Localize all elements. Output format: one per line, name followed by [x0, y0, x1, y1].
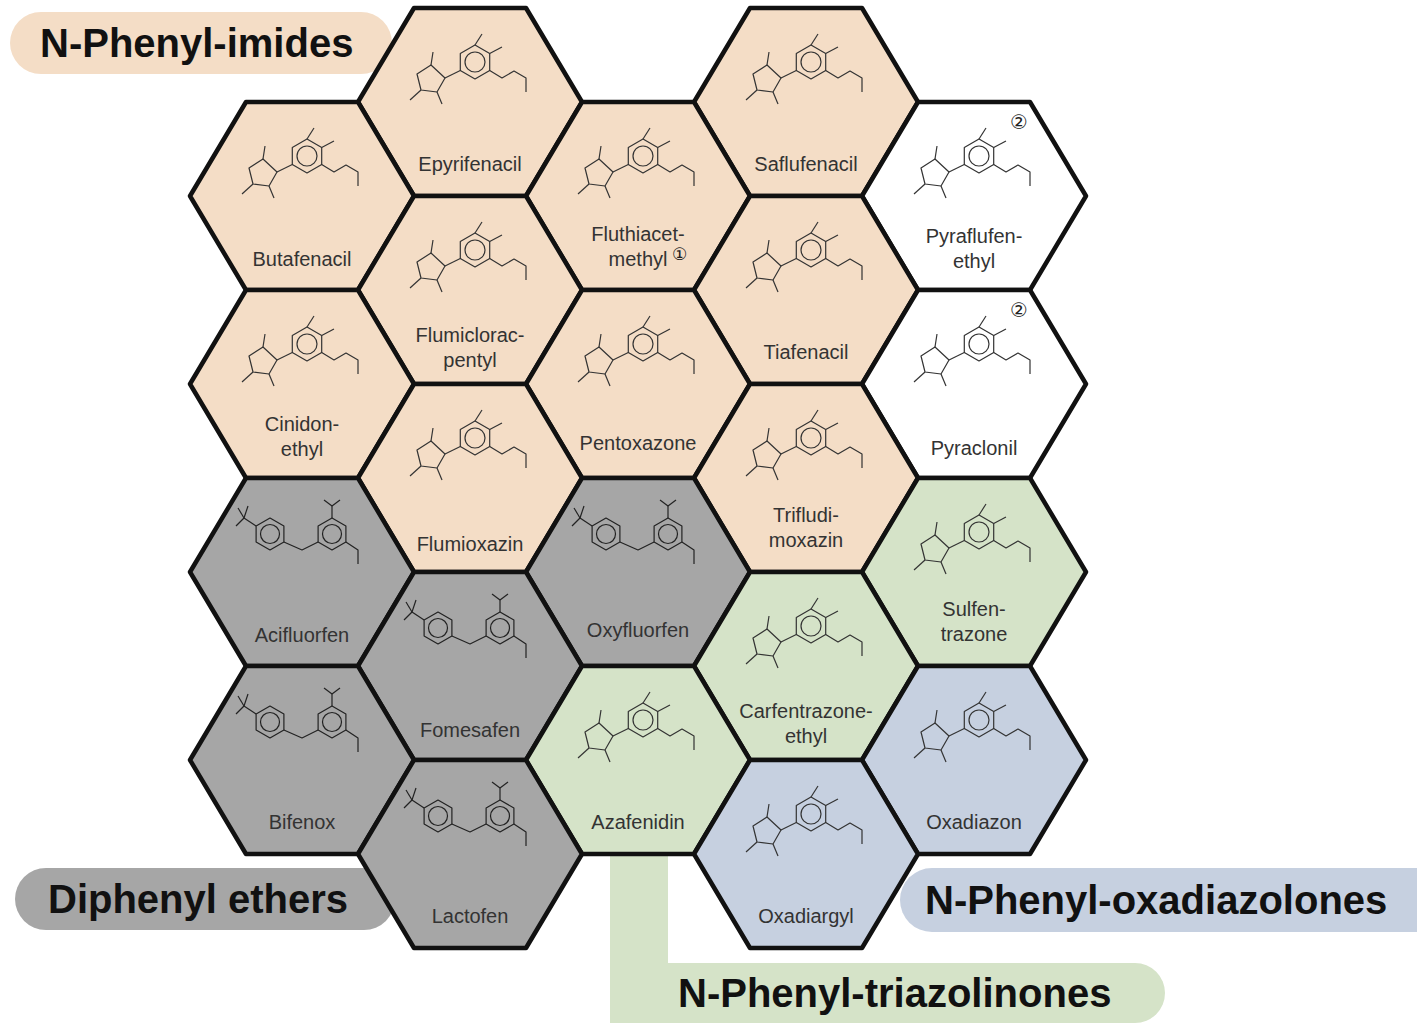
- class-band: Diphenyl ethers: [15, 868, 395, 930]
- herbicide-name: Oxadiazon: [926, 810, 1022, 835]
- callout-number: ②: [1010, 300, 1028, 320]
- herbicide-name: Pentoxazone: [580, 431, 697, 456]
- herbicide-name: Saflufenacil: [754, 152, 857, 177]
- herbicide-name: Fluthiacet- methyl: [591, 222, 684, 272]
- herbicide-name: Azafenidin: [591, 810, 684, 835]
- herbicide-hex: Lactofen: [354, 756, 586, 952]
- herbicide-name: Fomesafen: [420, 718, 520, 743]
- herbicide-name: Epyrifenacil: [418, 152, 521, 177]
- class-label: N-Phenyl-oxadiazolones: [925, 878, 1387, 922]
- herbicide-name: Sulfen- trazone: [941, 597, 1008, 647]
- class-band: N-Phenyl-triazolinones: [612, 963, 1165, 1023]
- herbicide-name: Oxyfluorfen: [587, 618, 689, 643]
- herbicide-name: Butafenacil: [253, 247, 352, 272]
- herbicide-name: Lactofen: [432, 904, 509, 929]
- herbicide-name: Oxadiargyl: [758, 904, 854, 929]
- herbicide-hex: Oxadiargyl: [690, 756, 922, 952]
- callout-number: ①: [672, 246, 687, 263]
- herbicide-name: Acifluorfen: [255, 623, 350, 648]
- class-band: N-Phenyl-oxadiazolones: [900, 868, 1417, 932]
- herbicide-name: Flumiclorac- pentyl: [416, 323, 525, 373]
- herbicide-name: Cinidon- ethyl: [265, 412, 339, 462]
- herbicide-name: Tiafenacil: [764, 340, 849, 365]
- callout-number: ②: [1010, 112, 1028, 132]
- herbicide-name: Carfentrazone- ethyl: [739, 699, 872, 749]
- herbicide-name: Bifenox: [269, 810, 336, 835]
- herbicide-name: Pyraflufen- ethyl: [926, 224, 1023, 274]
- herbicide-name: Pyraclonil: [931, 436, 1018, 461]
- class-label: N-Phenyl-triazolinones: [678, 971, 1111, 1015]
- class-label: Diphenyl ethers: [48, 877, 348, 921]
- class-label: N-Phenyl-imides: [40, 21, 353, 65]
- herbicide-name: Trifludi- moxazin: [769, 503, 843, 553]
- herbicide-name: Flumioxazin: [417, 532, 524, 557]
- class-band: N-Phenyl-imides: [10, 12, 392, 74]
